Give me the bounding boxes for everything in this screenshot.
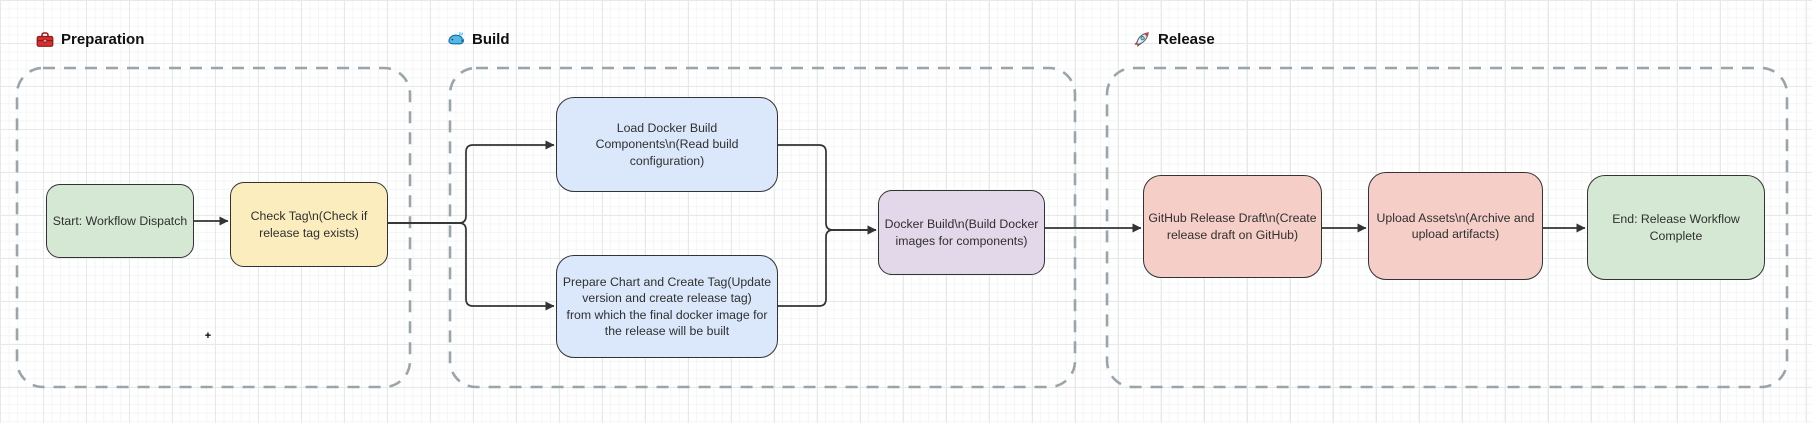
node-label: Load Docker Build Components\n(Read buil… [595,121,739,168]
node-docker-build[interactable]: Docker Build\n(Build Docker images for c… [878,190,1045,275]
group-label-text: Build [472,30,510,48]
whale-icon [447,30,465,48]
node-label: Start: Workflow Dispatch [52,213,188,228]
node-label: End: Release Workflow Complete [1612,212,1740,243]
node-upload-assets[interactable]: Upload Assets\n(Archive and upload artif… [1368,172,1543,280]
toolbox-icon [36,30,54,48]
node-load-docker-build-components[interactable]: Load Docker Build Components\n(Read buil… [556,97,778,192]
group-box-preparation[interactable] [15,66,412,389]
node-prepare-chart-and-create-tag[interactable]: Prepare Chart and Create Tag(Update vers… [556,255,778,358]
group-label-preparation: Preparation [36,29,144,49]
rocket-icon [1133,30,1151,48]
node-label: Prepare Chart and Create Tag(Update vers… [562,275,772,338]
edge-check-tag-to-prepare-chart[interactable] [388,222,555,311]
node-check-tag[interactable]: Check Tag\n(Check if release tag exists) [230,182,388,267]
node-end[interactable]: End: Release Workflow Complete [1587,175,1765,280]
edge-load-docker-to-docker-build[interactable] [778,144,877,235]
edge-check-tag-to-load-docker[interactable] [388,140,555,224]
group-label-build: Build [447,29,510,49]
group-box-release[interactable] [1105,66,1789,389]
node-start[interactable]: Start: Workflow Dispatch [46,184,194,258]
node-label: Upload Assets\n(Archive and upload artif… [1376,210,1535,241]
group-label-release: Release [1133,29,1215,49]
group-label-text: Release [1158,30,1215,48]
node-label: Check Tag\n(Check if release tag exists) [250,209,368,240]
node-label: GitHub Release Draft\n(Create release dr… [1148,211,1317,242]
group-box-build[interactable] [448,66,1077,389]
node-github-release-draft[interactable]: GitHub Release Draft\n(Create release dr… [1143,175,1322,278]
origin-marker: + [204,330,212,342]
node-label: Docker Build\n(Build Docker images for c… [884,217,1039,248]
edge-prepare-chart-to-docker-build[interactable] [778,225,877,307]
group-label-text: Preparation [61,30,145,48]
